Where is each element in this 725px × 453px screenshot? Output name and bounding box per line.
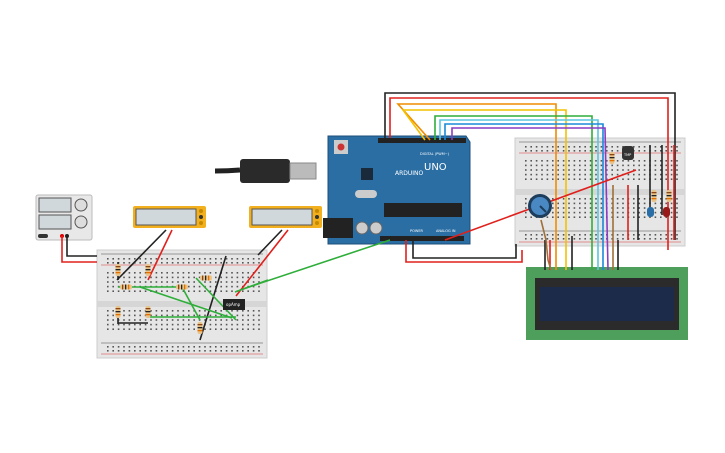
lcd-16x2[interactable] [526, 267, 688, 340]
resistor[interactable] [651, 190, 657, 202]
power-label: POWER [410, 229, 424, 233]
arduino-model: UNO [424, 162, 447, 173]
temperature-sensor[interactable]: TMP [622, 146, 634, 160]
led-blue[interactable] [647, 207, 654, 217]
opamp-label: opAmp [226, 302, 241, 307]
wire-black [412, 240, 517, 259]
wire-black [116, 229, 167, 281]
multimeter-2[interactable] [249, 206, 322, 228]
resistor[interactable] [145, 264, 151, 276]
arduino-brand: ARDUINO [395, 170, 424, 177]
wire-red [61, 236, 97, 263]
led-red[interactable] [663, 207, 670, 217]
resistors[interactable] [115, 152, 672, 334]
wire-orange [396, 103, 557, 270]
wire-green [195, 277, 237, 321]
resistor[interactable] [115, 306, 121, 318]
breadboard-right[interactable] [514, 137, 686, 247]
resistor[interactable] [145, 306, 151, 318]
power-supply[interactable] [35, 194, 93, 241]
resistor[interactable] [609, 152, 615, 164]
wire-black [384, 92, 676, 240]
potentiometer[interactable] [528, 194, 552, 218]
resistor[interactable] [176, 284, 188, 290]
resistor[interactable] [120, 284, 132, 290]
wire-yellow [401, 109, 567, 270]
wire-black [66, 236, 97, 257]
wire-red [235, 229, 289, 297]
analog-label: ANALOG IN [436, 229, 456, 233]
wire-green [234, 279, 269, 293]
multimeter-1[interactable] [133, 206, 206, 228]
wire-red [147, 229, 173, 281]
digital-label: DIGITAL (PWM~) [420, 152, 450, 156]
wire-green [434, 115, 593, 270]
resistor[interactable] [666, 190, 672, 202]
opamp-chip[interactable]: opAmp [223, 299, 245, 310]
usb-cable[interactable] [214, 159, 317, 183]
wire-black [199, 255, 227, 341]
wire-black [257, 229, 283, 256]
wire-green [181, 286, 201, 321]
wire-blue [444, 123, 604, 270]
wire-cyan [439, 119, 599, 270]
arduino-uno[interactable]: ARDUINO UNO DIGITAL (PWM~) POWER ANALOG … [323, 135, 471, 245]
wire-green [139, 286, 233, 319]
wire-brown [540, 219, 552, 271]
resistor[interactable] [200, 275, 212, 281]
sensor-label: TMP [623, 153, 631, 157]
resistor[interactable] [115, 264, 121, 276]
wire-red [389, 97, 669, 250]
wire-purple [451, 127, 609, 271]
resistor[interactable] [197, 322, 203, 334]
wire-red [405, 240, 523, 263]
